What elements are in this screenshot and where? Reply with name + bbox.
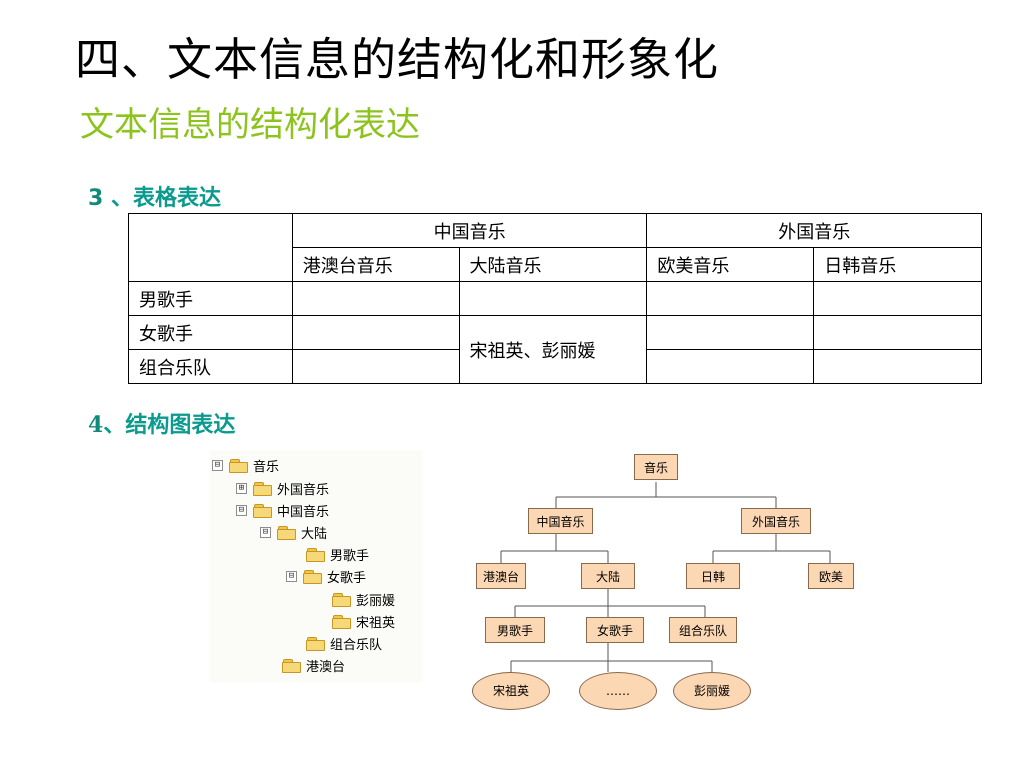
tree-node-label: 女歌手 (327, 570, 367, 586)
table-header-row: 中国音乐 外国音乐 (128, 213, 982, 282)
tree-node-label: 彭丽媛 (356, 593, 396, 609)
table-row: 男歌手 (128, 281, 982, 316)
org-leaf-node: …… (579, 672, 657, 710)
tree-node[interactable]: 港澳台 (282, 655, 345, 675)
table-cell (646, 349, 815, 384)
collapse-toggle-icon[interactable]: ⊟ (212, 459, 223, 471)
table-row-label: 组合乐队 (128, 349, 293, 384)
slide-subtitle: 文本信息的结构化表达 (80, 105, 420, 145)
org-leaf-node: 彭丽媛 (673, 672, 751, 710)
tree-node[interactable]: ⊟ 女歌手 (286, 566, 366, 586)
table-merged-cell: 宋祖英、彭丽媛 (458, 315, 648, 384)
folder-icon (332, 592, 351, 607)
section-3-label: 表格表达 (132, 186, 221, 211)
slide-title: 四、文本信息的结构化和形象化 (75, 33, 720, 86)
tree-node-label: 外国音乐 (277, 482, 330, 498)
collapse-toggle-icon[interactable]: ⊟ (286, 570, 297, 582)
folder-icon (253, 481, 272, 496)
tree-node-label: 音乐 (253, 459, 280, 475)
table-sub-header: 欧美音乐 (646, 247, 815, 282)
folder-icon (282, 658, 301, 673)
org-node: 中国音乐 (528, 508, 593, 534)
structure-diagram: 音乐 中国音乐 外国音乐 港澳台 大陆 日韩 欧美 男歌手 女歌手 组合乐队 宋… (465, 445, 875, 720)
table-row: 组合乐队 (128, 349, 982, 384)
table-cell (291, 315, 460, 350)
section-4-number: 4 (88, 412, 104, 438)
table-row-label: 女歌手 (128, 315, 293, 350)
table-cell (813, 315, 982, 350)
tree-node[interactable]: ⊞ 外国音乐 (236, 478, 329, 498)
folder-icon (253, 503, 272, 518)
section-3-separator: 、 (103, 186, 133, 211)
org-node: 大陆 (581, 563, 635, 589)
expand-toggle-icon[interactable]: ⊞ (236, 482, 247, 494)
music-table: 中国音乐 外国音乐 港澳台音乐 大陆音乐 欧美音乐 日韩音乐 男歌手 女歌手 宋… (128, 213, 982, 384)
folder-icon (303, 569, 322, 584)
org-node: 女歌手 (586, 617, 644, 643)
org-node: 港澳台 (476, 563, 526, 589)
table-subheader-row: 港澳台音乐 大陆音乐 欧美音乐 日韩音乐 (129, 247, 982, 282)
table-group-header: 外国音乐 (646, 213, 982, 248)
section-3-number: 3 (88, 186, 104, 211)
collapse-toggle-icon[interactable]: ⊟ (260, 526, 271, 538)
folder-icon (306, 636, 325, 651)
table-corner-cell (128, 213, 293, 282)
org-node: 组合乐队 (669, 617, 737, 643)
table-cell (458, 281, 648, 316)
table-group-header: 中国音乐 (291, 213, 648, 248)
section-4-label: 结构图表达 (125, 412, 236, 438)
table-cell (813, 281, 982, 316)
table-row: 女歌手 宋祖英、彭丽媛 (128, 315, 982, 384)
collapse-toggle-icon[interactable]: ⊟ (236, 504, 247, 516)
table-cell (646, 281, 815, 316)
section-4-separator: 、 (103, 412, 126, 438)
org-node: 男歌手 (485, 617, 545, 643)
table-cell (291, 349, 460, 384)
org-node: 外国音乐 (741, 508, 811, 534)
table-sub-header: 大陆音乐 (458, 247, 648, 282)
tree-node-label: 男歌手 (330, 548, 370, 564)
org-node: 日韩 (686, 563, 740, 589)
table-sub-header: 日韩音乐 (813, 247, 982, 282)
org-node: 欧美 (808, 563, 854, 589)
connector-lines (500, 482, 831, 672)
tree-node[interactable]: ⊟ 音乐 (212, 455, 279, 475)
table-cell (813, 349, 982, 384)
tree-node[interactable]: 宋祖英 (332, 611, 395, 631)
folder-icon (229, 458, 248, 473)
tree-node-label: 中国音乐 (277, 504, 330, 520)
org-leaf-node: 宋祖英 (472, 672, 550, 710)
tree-node-label: 大陆 (301, 526, 328, 542)
folder-icon (332, 614, 351, 629)
tree-node[interactable]: 彭丽媛 (332, 589, 395, 609)
tree-node[interactable]: ⊟ 大陆 (260, 522, 327, 542)
tree-node[interactable]: 男歌手 (306, 544, 369, 564)
folder-icon (306, 547, 325, 562)
tree-node[interactable]: ⊟ 中国音乐 (236, 500, 329, 520)
tree-node-label: 组合乐队 (330, 637, 383, 653)
folder-icon (277, 525, 296, 540)
org-node: 音乐 (634, 454, 678, 480)
section-3-heading: 3 、表格表达 (88, 184, 221, 214)
tree-node-label: 港澳台 (306, 659, 346, 675)
table-cell (291, 281, 460, 316)
folder-tree: ⊟ 音乐 ⊞ 外国音乐 ⊟ 中国音乐 ⊟ 大陆 男歌手 ⊟ 女歌手 彭丽媛 宋祖… (210, 450, 422, 682)
section-4-heading: 4、结构图表达 (88, 410, 235, 440)
tree-node[interactable]: 组合乐队 (306, 633, 382, 653)
table-cell (646, 315, 815, 350)
tree-node-label: 宋祖英 (356, 615, 396, 631)
table-sub-header: 港澳台音乐 (291, 247, 460, 282)
table-row-label: 男歌手 (128, 281, 293, 316)
